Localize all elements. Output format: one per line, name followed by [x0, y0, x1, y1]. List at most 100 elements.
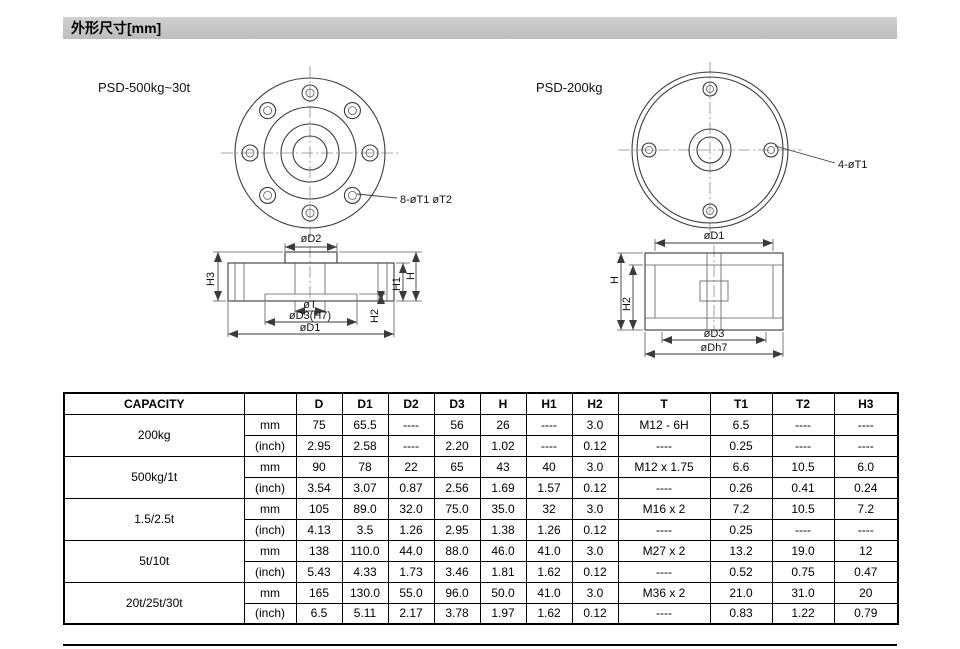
value-cell: 7.2: [709, 497, 773, 520]
value-cell: 0.26: [709, 476, 773, 499]
value-cell: 0.25: [709, 434, 773, 457]
right-bolt-holes: [641, 81, 779, 219]
value-cell: 6.5: [709, 413, 773, 436]
left-dim-h3: H3: [205, 272, 217, 286]
right-dim-d1: øD1: [704, 230, 725, 242]
unit-cell: mm: [243, 539, 297, 562]
value-cell: 0.41: [771, 476, 835, 499]
value-cell: 1.69: [479, 476, 527, 499]
value-cell: 3.0: [571, 413, 619, 436]
value-cell: ----: [833, 518, 899, 541]
technical-drawings: PSD-500kg~30t 8-øT1 øT2: [98, 62, 867, 358]
value-cell: 20: [833, 581, 899, 604]
unit-cell: (inch): [243, 560, 297, 583]
value-cell: 138: [295, 539, 343, 562]
unit-cell: (inch): [243, 602, 297, 625]
value-cell: 26: [479, 413, 527, 436]
column-header: H1: [525, 392, 573, 415]
value-cell: 2.58: [341, 434, 389, 457]
value-cell: 35.0: [479, 497, 527, 520]
value-cell: M12 - 6H: [617, 413, 711, 436]
value-cell: 19.0: [771, 539, 835, 562]
bottom-rule: [63, 644, 897, 646]
value-cell: 12: [833, 539, 899, 562]
value-cell: 89.0: [341, 497, 389, 520]
left-dim-d1: øD1: [300, 322, 321, 334]
column-header: T2: [771, 392, 835, 415]
column-header: H3: [833, 392, 899, 415]
unit-cell: mm: [243, 581, 297, 604]
value-cell: 10.5: [771, 455, 835, 478]
value-cell: 4.13: [295, 518, 343, 541]
value-cell: 3.0: [571, 497, 619, 520]
left-dim-h: H: [405, 272, 417, 280]
value-cell: 0.12: [571, 476, 619, 499]
value-cell: 32.0: [387, 497, 435, 520]
unit-cell: (inch): [243, 518, 297, 541]
value-cell: ----: [771, 518, 835, 541]
value-cell: 65.5: [341, 413, 389, 436]
value-cell: 1.97: [479, 602, 527, 625]
value-cell: 0.75: [771, 560, 835, 583]
right-top-view: 4-øT1: [618, 62, 867, 240]
value-cell: 3.54: [295, 476, 343, 499]
value-cell: 1.22: [771, 602, 835, 625]
value-cell: 31.0: [771, 581, 835, 604]
left-bolt-callout: 8-øT1 øT2: [400, 194, 452, 206]
value-cell: M36 x 2: [617, 581, 711, 604]
value-cell: 21.0: [709, 581, 773, 604]
left-dim-d3: øD3(H7): [289, 310, 331, 322]
column-header: D3: [433, 392, 481, 415]
right-dim-dh7: øDh7: [701, 342, 728, 354]
value-cell: 78: [341, 455, 389, 478]
value-cell: ----: [617, 602, 711, 625]
value-cell: 55.0: [387, 581, 435, 604]
value-cell: 2.20: [433, 434, 481, 457]
left-top-view: 8-øT1 øT2: [221, 66, 452, 242]
value-cell: 6.6: [709, 455, 773, 478]
value-cell: 1.57: [525, 476, 573, 499]
value-cell: ----: [771, 413, 835, 436]
value-cell: ----: [387, 413, 435, 436]
value-cell: 2.95: [295, 434, 343, 457]
left-dim-h2: H2: [369, 309, 381, 323]
right-bolt-callout: 4-øT1: [838, 159, 867, 171]
column-header: [243, 392, 297, 415]
value-cell: ----: [833, 434, 899, 457]
value-cell: ----: [617, 434, 711, 457]
value-cell: 4.33: [341, 560, 389, 583]
left-side-view: [227, 246, 395, 302]
right-drawing-title: PSD-200kg: [536, 80, 602, 95]
value-cell: M12 x 1.75: [617, 455, 711, 478]
value-cell: 40: [525, 455, 573, 478]
column-header: T1: [709, 392, 773, 415]
right-dim-h: H: [609, 276, 621, 284]
value-cell: 3.78: [433, 602, 481, 625]
value-cell: 3.46: [433, 560, 481, 583]
value-cell: M16 x 2: [617, 497, 711, 520]
value-cell: ----: [525, 434, 573, 457]
capacity-cell: 200kg: [63, 413, 245, 457]
unit-cell: (inch): [243, 476, 297, 499]
left-dim-t: øT: [303, 299, 317, 311]
value-cell: 1.26: [525, 518, 573, 541]
value-cell: 0.52: [709, 560, 773, 583]
value-cell: ----: [771, 434, 835, 457]
value-cell: ----: [617, 476, 711, 499]
value-cell: 3.5: [341, 518, 389, 541]
value-cell: M27 x 2: [617, 539, 711, 562]
left-dimensions: øD2 H3 H1 H H2 øT øD3(H7: [205, 233, 422, 338]
value-cell: 90: [295, 455, 343, 478]
value-cell: 130.0: [341, 581, 389, 604]
right-dimensions: øD1 H H2 øD3 øDh7: [609, 230, 784, 358]
value-cell: 5.11: [341, 602, 389, 625]
value-cell: 75.0: [433, 497, 481, 520]
